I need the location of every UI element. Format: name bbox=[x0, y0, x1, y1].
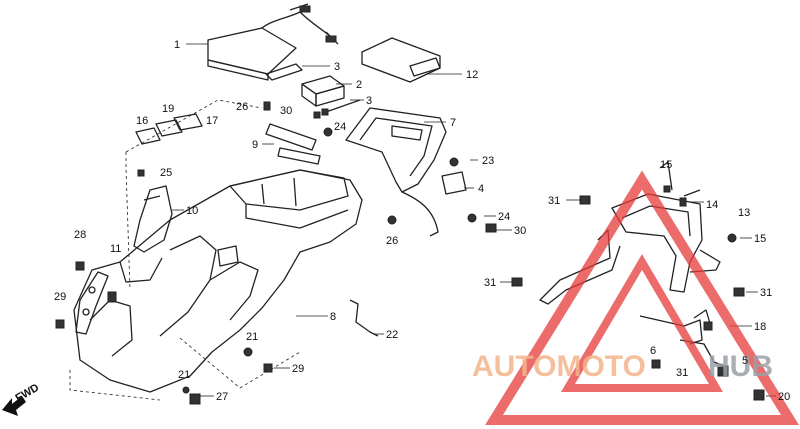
callout-14: 14 bbox=[706, 199, 718, 211]
callout-3a: 3 bbox=[334, 61, 340, 73]
group-boundaries bbox=[69, 99, 301, 401]
callout-7: 7 bbox=[450, 117, 456, 129]
part-10-bracket bbox=[133, 185, 173, 253]
callout-24b: 24 bbox=[498, 211, 510, 223]
callout-21b: 21 bbox=[178, 369, 190, 381]
callout-31b: 31 bbox=[484, 277, 496, 289]
part-22-clip bbox=[349, 299, 379, 337]
callout-29a: 29 bbox=[54, 291, 66, 303]
fwd-indicator: FWD bbox=[2, 382, 41, 416]
part-7-tail-housing bbox=[345, 107, 447, 237]
callout-31d: 31 bbox=[676, 367, 688, 379]
callout-31c: 31 bbox=[760, 287, 772, 299]
watermark-text-part1: AUTOMOTO bbox=[472, 350, 646, 383]
callout-17: 17 bbox=[206, 115, 218, 127]
callout-12: 12 bbox=[466, 69, 478, 81]
callout-29b: 29 bbox=[292, 363, 304, 375]
callout-6: 6 bbox=[650, 345, 656, 357]
callout-26a: 26 bbox=[236, 101, 248, 113]
part-16-19-17-plates bbox=[135, 113, 203, 145]
callout-31a: 31 bbox=[548, 195, 560, 207]
callout-23: 23 bbox=[482, 155, 494, 167]
callout-28: 28 bbox=[74, 229, 86, 241]
part-3-plate-upper bbox=[265, 63, 303, 81]
part-11-bracket-left bbox=[75, 271, 109, 335]
callout-20: 20 bbox=[778, 391, 790, 403]
callout-2: 2 bbox=[356, 79, 362, 91]
part-2-block bbox=[301, 75, 345, 107]
callout-22: 22 bbox=[386, 329, 398, 341]
callout-9: 9 bbox=[252, 139, 258, 151]
callout-15b: 15 bbox=[754, 233, 766, 245]
callout-30b: 30 bbox=[514, 225, 526, 237]
part-12-cover bbox=[361, 37, 441, 83]
watermark-text: AUTOMOTO HUB bbox=[472, 350, 773, 383]
callout-30a: 30 bbox=[280, 105, 292, 117]
callout-4: 4 bbox=[478, 183, 484, 195]
fwd-arrow-icon bbox=[2, 396, 26, 416]
callout-15a: 15 bbox=[660, 159, 672, 171]
callout-16: 16 bbox=[136, 115, 148, 127]
callout-21a: 21 bbox=[246, 331, 258, 343]
callout-3b: 3 bbox=[366, 95, 372, 107]
part-9-stay bbox=[265, 123, 321, 165]
callout-26b: 26 bbox=[386, 235, 398, 247]
callout-1: 1 bbox=[174, 39, 180, 51]
callout-numbers: 1 3 2 3 12 7 26 30 24 16 19 17 9 25 23 4… bbox=[54, 39, 790, 403]
callout-24a: 24 bbox=[334, 121, 346, 133]
part-3-bolt bbox=[321, 99, 361, 116]
callout-5: 5 bbox=[742, 355, 748, 367]
part-1-control-unit bbox=[207, 3, 339, 81]
callout-19: 19 bbox=[162, 103, 174, 115]
watermark-logo bbox=[485, 170, 799, 425]
part-8-rear-fender bbox=[73, 169, 363, 393]
callout-18: 18 bbox=[754, 321, 766, 333]
callout-13: 13 bbox=[738, 207, 750, 219]
part-4-reflector bbox=[441, 171, 467, 195]
callout-27: 27 bbox=[216, 391, 228, 403]
watermark-text-part2: HUB bbox=[708, 350, 773, 383]
callout-25: 25 bbox=[160, 167, 172, 179]
fasteners bbox=[55, 101, 765, 405]
callout-10: 10 bbox=[186, 205, 198, 217]
leader-lines bbox=[172, 43, 776, 397]
callout-8: 8 bbox=[330, 311, 336, 323]
fwd-label: FWD bbox=[14, 382, 42, 405]
callout-11: 11 bbox=[110, 243, 121, 255]
